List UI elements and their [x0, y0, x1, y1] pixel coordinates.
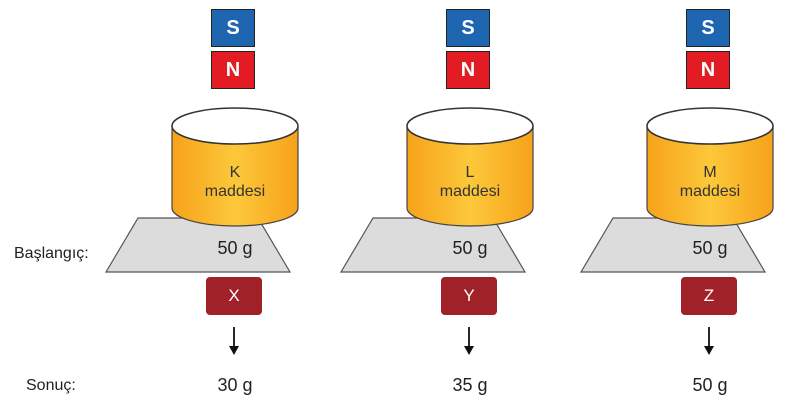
down-arrow-icon — [464, 327, 474, 355]
setup-k: S N K maddesi 50 g X 30 g — [104, 0, 342, 407]
cylinder-container — [171, 107, 299, 227]
cylinder-container — [406, 107, 534, 227]
setup-l: S N L maddesi 50 g Y 35 g — [339, 0, 577, 407]
start-mass: 50 g — [692, 238, 728, 258]
substance-letter: K — [229, 164, 241, 181]
block-y: Y — [441, 277, 497, 315]
magnet-south-pole: S — [211, 9, 255, 47]
substance-label: L maddesi — [405, 163, 535, 201]
substance-label: M maddesi — [645, 163, 775, 201]
start-mass: 50 g — [452, 238, 488, 258]
setup-m: S N M maddesi 50 g Z 50 g — [579, 0, 809, 407]
block-x: X — [206, 277, 262, 315]
block-z: Z — [681, 277, 737, 315]
magnet-south-pole: S — [446, 9, 490, 47]
down-arrow-icon — [229, 327, 239, 355]
substance-word: maddesi — [439, 183, 501, 200]
substance-word: maddesi — [204, 183, 266, 200]
magnet-north-pole: N — [686, 51, 730, 89]
magnet-north-pole: N — [446, 51, 490, 89]
start-mass: 50 g — [217, 238, 253, 258]
cylinder-container — [646, 107, 774, 227]
magnet-north-pole: N — [211, 51, 255, 89]
result-mass: 50 g — [692, 375, 728, 395]
substance-letter: L — [465, 164, 475, 181]
start-label: Başlangıç: — [14, 245, 89, 262]
substance-letter: M — [703, 164, 717, 181]
magnet-south-pole: S — [686, 9, 730, 47]
substance-label: K maddesi — [170, 163, 300, 201]
result-label: Sonuç: — [26, 377, 76, 394]
result-mass: 30 g — [217, 375, 253, 395]
result-mass: 35 g — [452, 375, 488, 395]
down-arrow-icon — [704, 327, 714, 355]
substance-word: maddesi — [679, 183, 741, 200]
